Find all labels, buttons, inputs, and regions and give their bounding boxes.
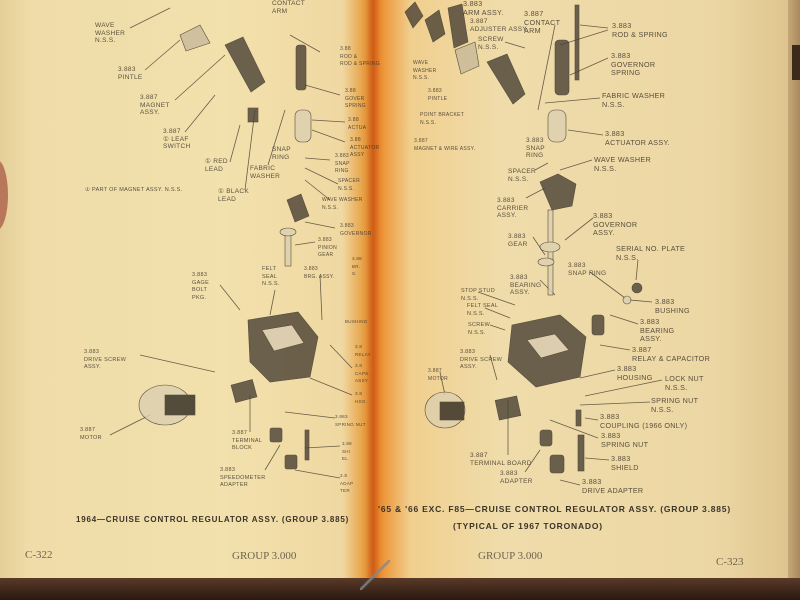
callout-spring-nut-2: 3.883 SPRING NUT [601, 431, 649, 449]
callout-red-lead: ① RED LEAD [205, 158, 228, 173]
right-page [372, 0, 800, 585]
callout-screw-2: SCREW N.S.S. [468, 322, 490, 336]
right-page-number: C-323 [716, 556, 744, 568]
callout-lock-nut: LOCK NUT N.S.S. [665, 374, 704, 392]
callout-pintle: 3.883 PINTLE [428, 88, 448, 102]
callout-contact-arm: 3.887 CONTACT ARM [524, 9, 561, 35]
callout-motor: 3.887 MOTOR [428, 368, 449, 382]
callout-governor-spring: 3.883 GOVERNOR SPRING [611, 51, 656, 77]
callout-spacer: SPACER N.S.S. [508, 168, 537, 183]
left-figure-caption: 1964—CRUISE CONTROL REGULATOR ASSY. (GRO… [76, 515, 350, 524]
callout-motor: 3.887 MOTOR [80, 427, 102, 441]
left-running-footer: GROUP 3.000 [232, 550, 297, 562]
callout-contact-arm: CONTACT ARM [272, 0, 306, 15]
book-spine [366, 0, 380, 585]
footnote-magnet-assy: ① PART OF MAGNET ASSY. N.S.S. [85, 187, 183, 193]
callout-terminal-block: 3.887 TERMINAL BLOCK [232, 430, 263, 451]
callout-cap-assy: 3.8 CAPS. ASSY [355, 363, 371, 383]
right-running-footer: GROUP 3.000 [478, 550, 543, 562]
callout-wave-washer: WAVE WASHER N.S.S. [413, 60, 437, 81]
callout-spring-nut: 3.883 SPRING NUT [335, 414, 366, 427]
callout-black-lead: ① BLACK LEAD [218, 188, 250, 203]
callout-bearing-assy-2: 3.883 BEARING ASSY. [640, 317, 675, 343]
callout-pintle: 3.883 PINTLE [118, 66, 143, 81]
callout-fabric-washer: FABRIC WASHER N.S.S. [602, 91, 666, 109]
thumb-holding-book [0, 160, 8, 230]
callout-magnet-wire-assy: 3.887 MAGNET & WIRE ASSY. [414, 138, 476, 152]
callout-rod-spring: 3.883 ROD & SPRING [612, 21, 668, 39]
callout-bushing: 3.883 BUSHING [655, 297, 690, 315]
callout-pinion-gear: 3.883 PINION GEAR [318, 237, 338, 258]
callout-bracket: 3.88 BR. S. [352, 256, 362, 276]
right-figure-caption: '65 & '66 EXC. F85—CRUISE CONTROL REGULA… [378, 504, 731, 514]
callout-snap-ring-2: 3.883 SNAP RING [568, 262, 607, 277]
callout-wave-washer: WAVE WASHER N.S.S. [95, 22, 126, 44]
callout-terminal-board: 3.887 TERMINAL BOARD [470, 452, 532, 467]
callout-wave-washer-2: WAVE WASHER N.S.S. [322, 197, 363, 211]
right-figure-subcaption: (TYPICAL OF 1967 TORONADO) [453, 521, 603, 531]
callout-relay-capacitor: 3.887 RELAY & CAPACITOR [632, 345, 711, 363]
callout-spring-nut: SPRING NUT N.S.S. [651, 396, 699, 414]
callout-drive-adapter: 3.883 DRIVE ADAPTER [582, 477, 644, 495]
callout-snap-ring-2: 3.883 SNAP RING [335, 153, 350, 174]
callout-snap-ring: SNAP RING [272, 146, 291, 161]
callout-drive-screw-assy: 3.883 DRIVE SCREW ASSY. [460, 349, 503, 370]
callout-governor-assy: 3.883 GOVERNOR ASSY. [593, 211, 638, 237]
callout-drive-screw: 3.883 DRIVE SCREW ASSY. [84, 349, 127, 370]
callout-carrier-assy: 3.883 CARRIER ASSY. [497, 197, 529, 219]
callout-shield: 3.883 SHIELD [611, 454, 639, 472]
callout-snap-ring: 3.883 SNAP RING [526, 137, 545, 159]
callout-actuator-assy: 3.883 ACTUATOR ASSY. [605, 129, 670, 147]
callout-governor: 3.883 GOVERNOR [340, 223, 372, 237]
callout-gauge-bolt: 3.883 GAGE BOLT PKG. [192, 272, 210, 301]
page-tab-marker [792, 45, 800, 80]
callout-gear: 3.883 GEAR [508, 233, 528, 248]
callout-spacer: SPACER N.S.S. [338, 178, 360, 192]
callout-wave-washer-2: WAVE WASHER N.S.S. [594, 155, 651, 173]
callout-point-bracket: POINT BRACKET N.S.S. [420, 112, 465, 126]
callout-magnet-assy: 3.887 MAGNET ASSY. [140, 94, 170, 116]
callout-brg-assy: 3.883 BRG. ASSY. [304, 266, 335, 280]
callout-stop-stud: STOP STUD N.S.S. [461, 288, 495, 302]
callout-housing: 3.8 HSG. [355, 391, 368, 404]
callout-adapter: 3.883 ADAPTER [500, 470, 533, 485]
left-page-number: C-322 [25, 549, 53, 561]
right-page-edge [788, 0, 800, 600]
callout-serial-plate: SERIAL NO. PLATE N.S.S. [616, 244, 686, 262]
callout-bushing: BUSHING [345, 319, 368, 324]
callout-felt-seal: FELT SEAL N.S.S. [262, 266, 280, 287]
callout-arm-assy: 3.883 ARM ASSY. [463, 0, 504, 17]
callout-housing: 3.883 HOUSING [617, 364, 653, 382]
callout-governor-spring: 3.88 GOVER SPRING [345, 88, 366, 109]
book-bottom-edge [0, 578, 800, 600]
callout-screw: SCREW N.S.S. [478, 36, 504, 51]
callout-drive-adapter: 3.8 ADAP TER [340, 473, 354, 493]
callout-shield: 3.88 SHI EL [342, 441, 352, 461]
spine-gap [360, 560, 390, 590]
callout-actuator-assy: 3.88 ACTUATOR ASSY [350, 137, 380, 158]
callout-bearing-assy: 3.883 BEARING ASSY. [510, 274, 542, 296]
callout-leaf-switch: 3.887 ① LEAF SWITCH [163, 128, 191, 150]
callout-rod-spring: 3.88 ROD & ROD & SPRING [340, 46, 380, 67]
left-page [0, 0, 372, 585]
callout-fabric-washer: FABRIC WASHER [250, 165, 281, 180]
callout-actuator: 3.88 ACTUA [348, 117, 367, 131]
callout-adjuster-assy: 3.887 ADJUSTER ASSY. [470, 18, 529, 33]
callout-speedometer-adapter: 3.883 SPEEDOMETER ADAPTER [220, 467, 266, 488]
callout-felt-seal: FELT SEAL N.S.S. [467, 303, 499, 317]
callout-relay: 3.8 RELAY [355, 344, 371, 357]
callout-coupling: 3.883 COUPLING (1966 ONLY) [600, 412, 688, 430]
